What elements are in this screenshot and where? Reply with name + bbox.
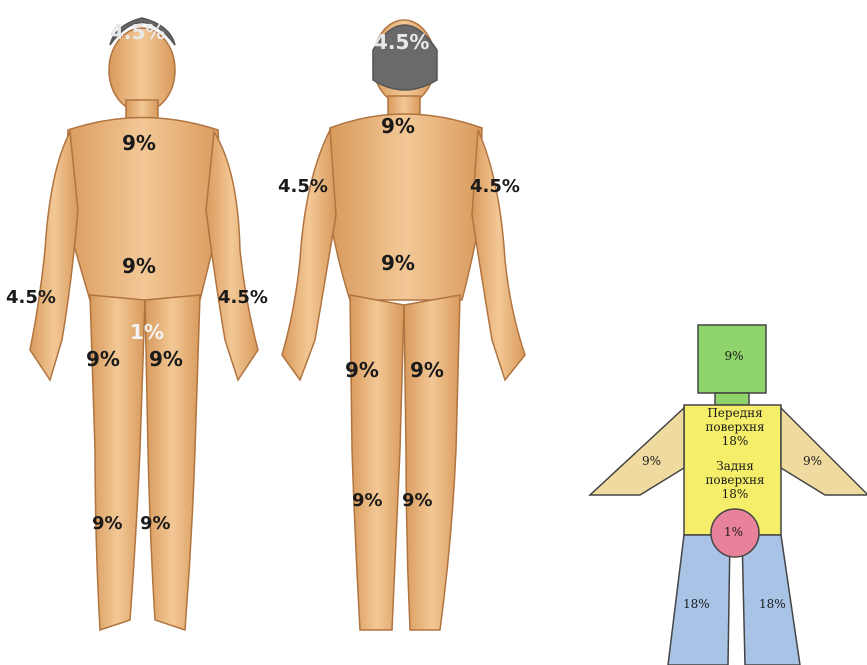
back-shin-left-label: 9% [352, 492, 383, 510]
front-shin-left-label: 9% [92, 515, 123, 533]
back-arm-right-label: 4.5% [470, 178, 520, 196]
schematic-arm-right-label: 9% [803, 455, 822, 469]
back-head-label: 4.5% [374, 32, 429, 52]
back-arm-left-label: 4.5% [278, 178, 328, 196]
schematic-torso-front-line1: Передня [690, 407, 780, 421]
front-genitals-label: 1% [130, 322, 164, 342]
schematic-torso-back-line2: поверхня [690, 474, 780, 488]
back-thigh-left-label: 9% [345, 360, 379, 380]
schematic-neck-shape [715, 393, 749, 405]
schematic-torso-back-line1: Задня [690, 460, 780, 474]
schematic-arm-right-shape [781, 408, 867, 495]
front-arm-right-label: 4.5% [218, 289, 268, 307]
back-upper-back-label: 9% [381, 116, 415, 136]
back-lower-back-label: 9% [381, 253, 415, 273]
schematic-leg-right-label: 18% [759, 598, 786, 612]
front-thigh-left-label: 9% [86, 349, 120, 369]
front-chest-label: 9% [122, 133, 156, 153]
schematic-torso-front-label: Передня поверхня 18% [690, 407, 780, 448]
front-abdomen-label: 9% [122, 256, 156, 276]
back-body-figure [282, 20, 525, 630]
front-thigh-right-label: 9% [149, 349, 183, 369]
schematic-torso-front-line2: поверхня [690, 421, 780, 435]
back-thigh-right-label: 9% [410, 360, 444, 380]
schematic-torso-back-label: Задня поверхня 18% [690, 460, 780, 501]
schematic-arm-left-label: 9% [642, 455, 661, 469]
front-shin-right-label: 9% [140, 515, 171, 533]
schematic-leg-left-label: 18% [683, 598, 710, 612]
schematic-torso-back-line3: 18% [690, 488, 780, 502]
schematic-arm-left-shape [590, 408, 684, 495]
back-shin-right-label: 9% [402, 492, 433, 510]
schematic-torso-front-line3: 18% [690, 435, 780, 449]
front-head-label: 4.5% [110, 22, 165, 42]
schematic-head-label: 9% [722, 350, 746, 364]
front-arm-left-label: 4.5% [6, 289, 56, 307]
schematic-genitals-label: 1% [724, 526, 743, 540]
